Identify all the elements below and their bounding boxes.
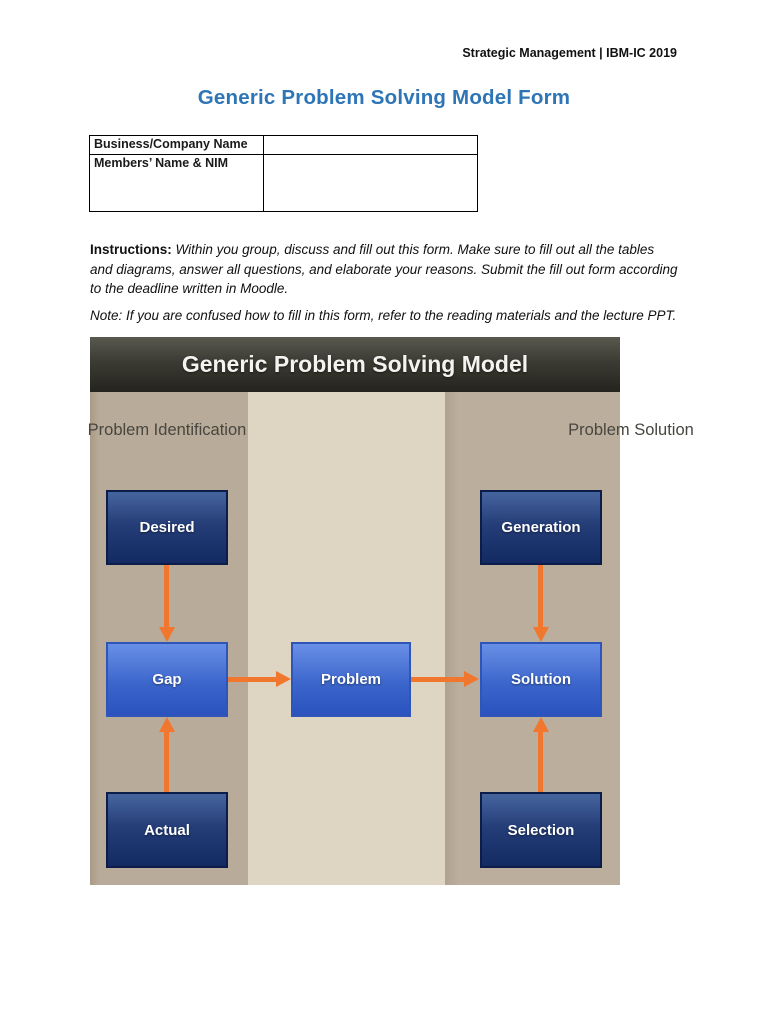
arrow-generation-to-solution	[538, 565, 543, 628]
problem-identification-label: Problem Identification	[87, 421, 247, 439]
arrow-desired-to-gap	[164, 565, 169, 628]
note-paragraph: Note: If you are confused how to fill in…	[90, 308, 677, 323]
arrowhead-generation-to-solution-icon	[533, 627, 549, 642]
table-row-members: Members’ Name & NIM	[89, 154, 478, 212]
arrowhead-problem-to-solution-icon	[464, 671, 479, 687]
gap-box: Gap	[106, 642, 228, 717]
problem-box: Problem	[291, 642, 411, 717]
course-header-label: Strategic Management | IBM-IC 2019	[462, 46, 677, 60]
instructions-label: Instructions:	[90, 242, 172, 257]
actual-box: Actual	[106, 792, 228, 868]
arrow-selection-to-solution	[538, 731, 543, 792]
members-name-value-cell	[263, 154, 478, 212]
company-name-label: Business/Company Name	[89, 135, 264, 155]
instructions-paragraph: Instructions: Within you group, discuss …	[90, 240, 680, 299]
selection-box: Selection	[480, 792, 602, 868]
arrowhead-gap-to-problem-icon	[276, 671, 291, 687]
arrowhead-selection-to-solution-icon	[533, 717, 549, 732]
diagram-title: Generic Problem Solving Model	[181, 351, 529, 377]
company-name-value-cell	[263, 135, 478, 155]
problem-solution-label: Problem Solution	[568, 421, 694, 439]
desired-box: Desired	[106, 490, 228, 565]
arrowhead-desired-to-gap-icon	[159, 627, 175, 642]
page-title: Generic Problem Solving Model Form	[197, 86, 571, 109]
generation-box: Generation	[480, 490, 602, 565]
arrow-gap-to-problem	[228, 677, 277, 682]
instructions-body: Within you group, discuss and fill out t…	[90, 242, 678, 296]
diagram-title-bar: Generic Problem Solving Model	[90, 337, 620, 392]
diagram-center-column-background	[248, 392, 445, 885]
solution-box: Solution	[480, 642, 602, 717]
arrow-problem-to-solution	[411, 677, 465, 682]
members-name-label: Members’ Name & NIM	[89, 154, 264, 212]
arrowhead-actual-to-gap-icon	[159, 717, 175, 732]
generic-problem-solving-model-diagram: Generic Problem Solving Model Problem Id…	[87, 337, 694, 885]
info-table: Business/Company Name Members’ Name & NI…	[89, 135, 478, 212]
arrow-actual-to-gap	[164, 731, 169, 792]
table-row-company: Business/Company Name	[89, 135, 478, 155]
